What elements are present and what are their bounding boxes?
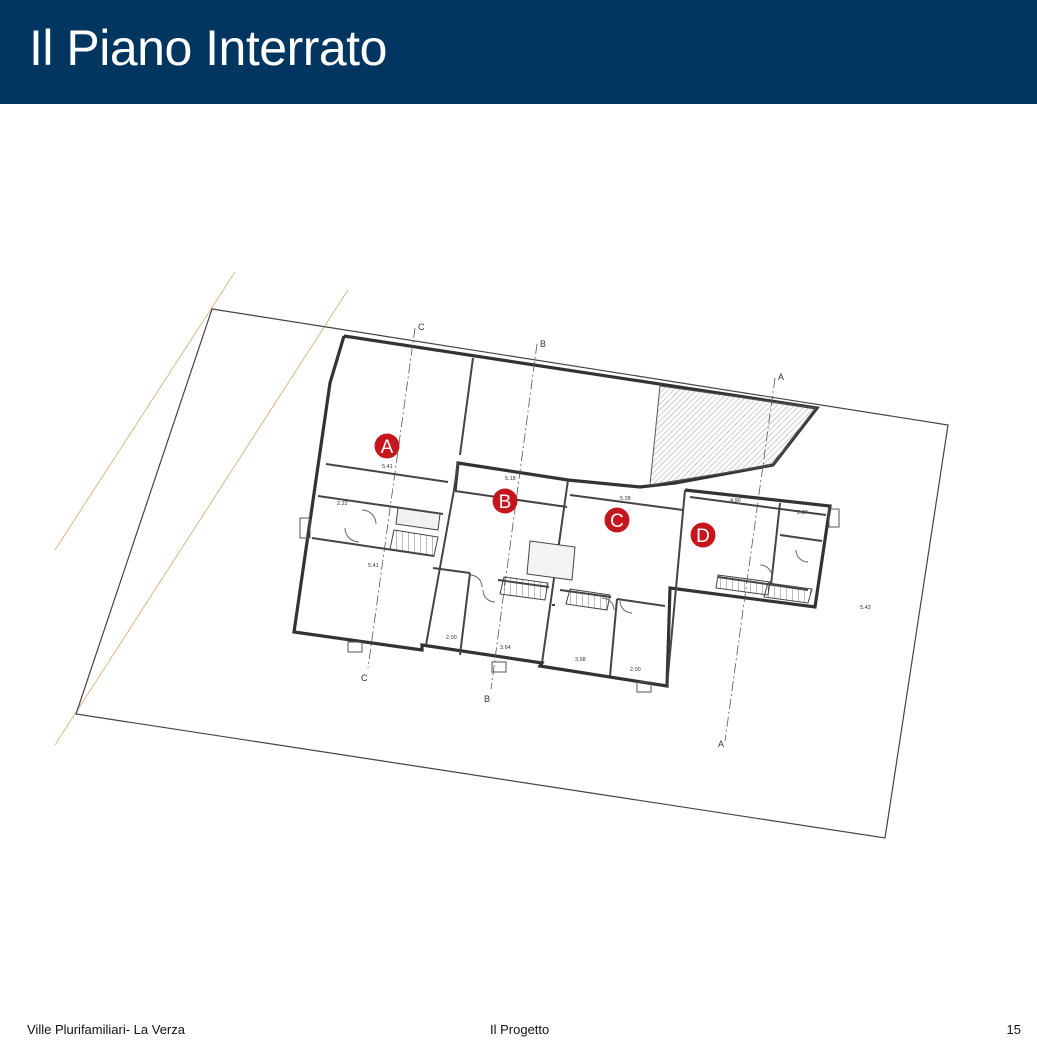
footer-section-name: Il Progetto xyxy=(490,1022,550,1037)
header-bar: Il Piano Interrato xyxy=(0,0,1037,104)
page-number: 15 xyxy=(1006,1022,1021,1037)
section-markers: A A B B C C xyxy=(361,322,784,749)
dimension-label: 5.43 xyxy=(860,605,871,611)
staircases xyxy=(389,507,813,611)
svg-text:B: B xyxy=(499,492,512,513)
dimension-label: 2.22 xyxy=(337,501,348,507)
dimension-label: 2.00 xyxy=(630,667,641,673)
unit-marker-d: D xyxy=(690,522,716,548)
section-marker-a-top: A xyxy=(778,372,784,382)
dimension-label: 2.37 xyxy=(797,510,808,516)
dimension-labels: 5.41 5.18 5.28 4.90 5.41 5.43 3.64 3.68 … xyxy=(337,464,871,673)
dimension-label: 3.64 xyxy=(500,645,511,651)
section-marker-a-bottom: A xyxy=(718,739,724,749)
floor-plan-drawing: 5.41 5.18 5.28 4.90 5.41 5.43 3.64 3.68 … xyxy=(54,271,949,839)
plot-boundary xyxy=(75,308,949,839)
svg-text:D: D xyxy=(696,526,710,547)
dimension-label: 5.18 xyxy=(505,476,516,482)
svg-text:C: C xyxy=(610,511,624,532)
building-outline xyxy=(292,334,832,688)
dimension-label: 4.90 xyxy=(730,498,741,504)
dimension-label: 3.68 xyxy=(575,657,586,663)
unit-marker-b: B xyxy=(492,488,518,514)
site-guide-lines xyxy=(54,271,349,746)
section-lines xyxy=(367,327,776,742)
page-title: Il Piano Interrato xyxy=(29,20,387,76)
section-marker-c-top: C xyxy=(418,322,425,332)
svg-text:A: A xyxy=(381,437,394,458)
hatched-ramp xyxy=(649,385,817,486)
section-marker-b-top: B xyxy=(540,339,546,349)
exterior-openings xyxy=(299,508,840,693)
section-marker-c-bottom: C xyxy=(361,673,368,683)
section-marker-b-bottom: B xyxy=(484,694,490,704)
dimension-label: 5.41 xyxy=(382,464,393,470)
unit-marker-a: A xyxy=(374,433,400,459)
unit-marker-c: C xyxy=(604,507,630,533)
dimension-label: 5.41 xyxy=(368,563,379,569)
footer-project-name: Ville Plurifamiliari- La Verza xyxy=(27,1022,185,1037)
dimension-label: 5.28 xyxy=(620,496,631,502)
dimension-label: 2.00 xyxy=(446,635,457,641)
door-swings xyxy=(344,509,809,614)
